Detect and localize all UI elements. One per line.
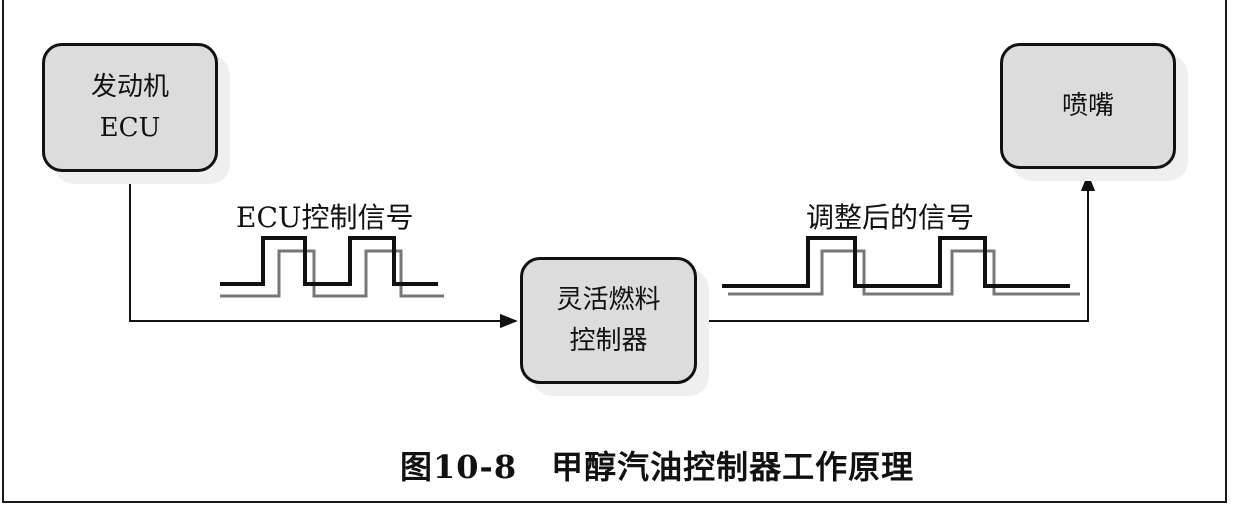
controller-block-line-1: 灵活燃料: [556, 285, 661, 316]
controller-block-line-2: 控制器: [569, 325, 648, 356]
ecu-block-line-2: ECU: [99, 112, 161, 143]
input-signal-label: ECU控制信号: [236, 201, 414, 234]
flex-fuel-controller-block: 灵活燃料 控制器: [520, 257, 697, 384]
injector-block-label: 喷嘴: [1061, 90, 1114, 121]
input-signal-primary-waveform: [220, 236, 438, 286]
output-signal-label: 调整后的信号: [806, 201, 975, 234]
figure-title: 甲醇汽油控制器工作原理: [551, 448, 915, 486]
controller-to-injector-line: [697, 173, 1096, 322]
figure-caption: 图10-8 甲醇汽油控制器工作原理: [400, 442, 914, 488]
output-signal-primary-waveform: [722, 236, 1070, 288]
ecu-block-line-1: 发动机: [90, 72, 169, 103]
output-signal-shifted-waveform: [728, 249, 1080, 296]
figure-number: 图10-8: [400, 448, 518, 486]
ecu-block: 发动机 ECU: [42, 43, 218, 172]
ecu-to-controller-line: [129, 172, 518, 329]
injector-block: 喷嘴: [1000, 43, 1176, 169]
input-signal-shifted-waveform: [220, 249, 444, 298]
